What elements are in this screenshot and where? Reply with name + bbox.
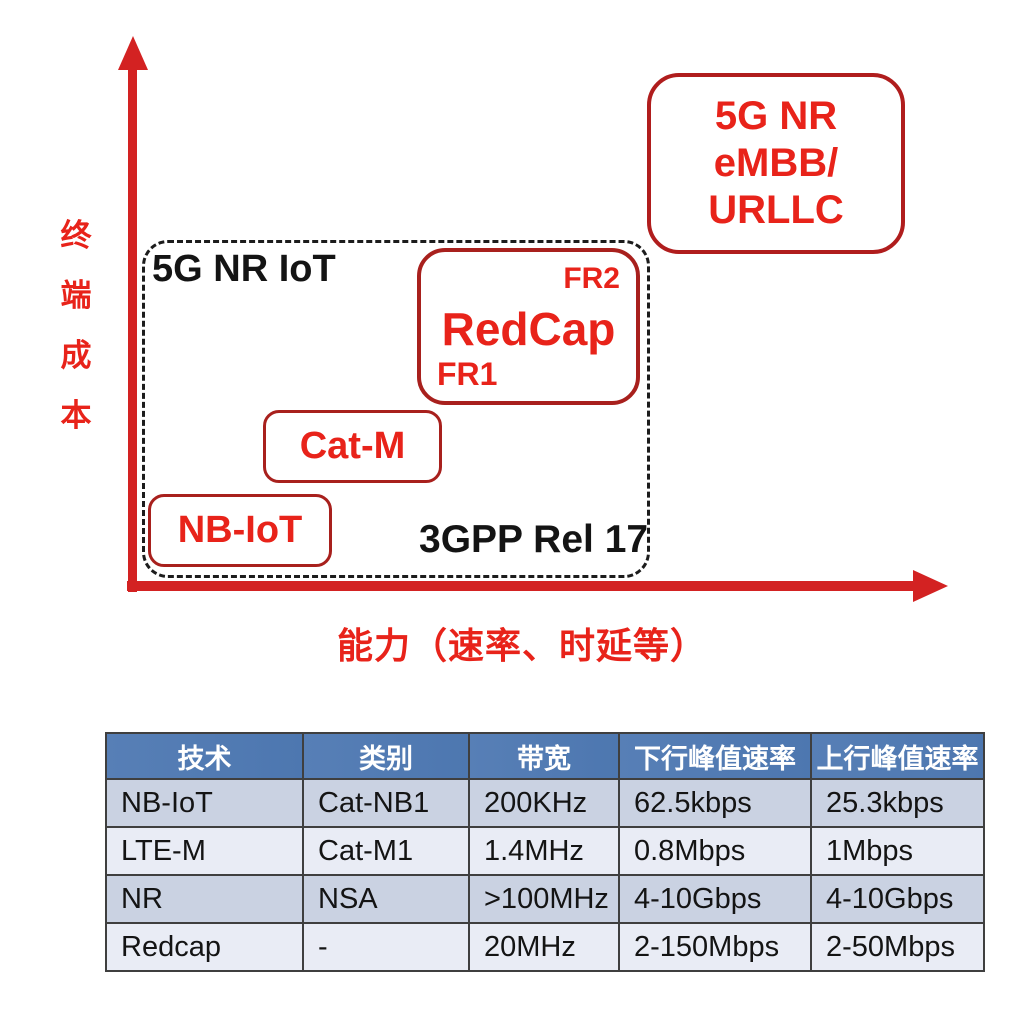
technology-spec-table: 技术 类别 带宽 下行峰值速率 上行峰值速率 NB-IoT Cat-NB1 20… — [105, 732, 985, 972]
cell-uplink: 4-10Gbps — [810, 874, 985, 924]
header-category: 类别 — [302, 732, 470, 780]
nbiot-box: NB-IoT — [148, 494, 332, 567]
y-axis-line — [128, 62, 137, 592]
embb-urllc-box: 5G NR eMBB/ URLLC — [647, 73, 905, 254]
x-axis-arrowhead-icon — [913, 570, 948, 602]
y-axis-title-char: 成 — [60, 338, 92, 373]
cell-bandwidth: 1.4MHz — [468, 826, 620, 876]
cell-technology: Redcap — [105, 922, 304, 972]
cell-uplink: 25.3kbps — [810, 778, 985, 828]
group-title: 5G NR IoT — [152, 248, 336, 290]
table-row-nbiot: NB-IoT Cat-NB1 200KHz 62.5kbps 25.3kbps — [105, 778, 985, 828]
x-axis-line — [127, 581, 915, 591]
cell-category: - — [302, 922, 470, 972]
catm-box: Cat-M — [263, 410, 442, 483]
table-header-row: 技术 类别 带宽 下行峰值速率 上行峰值速率 — [105, 732, 985, 780]
header-uplink-peak-rate: 上行峰值速率 — [810, 732, 985, 780]
nbiot-box-label: NB-IoT — [177, 509, 303, 551]
cell-category: NSA — [302, 874, 470, 924]
cell-downlink: 0.8Mbps — [618, 826, 812, 876]
header-technology: 技术 — [105, 732, 304, 780]
cell-bandwidth: 20MHz — [468, 922, 620, 972]
cell-downlink: 4-10Gbps — [618, 874, 812, 924]
cell-category: Cat-NB1 — [302, 778, 470, 828]
table-row-nr: NR NSA >100MHz 4-10Gbps 4-10Gbps — [105, 874, 985, 924]
embb-box-line: eMBB/ — [713, 140, 839, 185]
y-axis-title: 终 端 成 本 — [58, 210, 94, 435]
cell-bandwidth: 200KHz — [468, 778, 620, 828]
header-bandwidth: 带宽 — [468, 732, 620, 780]
cell-technology: NB-IoT — [105, 778, 304, 828]
redcap-fr1-label: FR1 — [437, 356, 498, 392]
cell-technology: NR — [105, 874, 304, 924]
cell-downlink: 62.5kbps — [618, 778, 812, 828]
cell-technology: LTE-M — [105, 826, 304, 876]
redcap-fr2-label: FR2 — [563, 262, 620, 295]
catm-box-label: Cat-M — [299, 425, 406, 467]
cell-uplink: 2-50Mbps — [810, 922, 985, 972]
cell-category: Cat-M1 — [302, 826, 470, 876]
redcap-box: FR2 RedCap FR1 — [417, 248, 640, 405]
embb-box-line: URLLC — [708, 188, 844, 233]
y-axis-title-char: 端 — [60, 278, 92, 313]
release-label: 3GPP Rel 17 — [419, 518, 649, 561]
table-row-ltem: LTE-M Cat-M1 1.4MHz 0.8Mbps 1Mbps — [105, 826, 985, 876]
table-row-redcap: Redcap - 20MHz 2-150Mbps 2-50Mbps — [105, 922, 985, 972]
embb-box-line: 5G NR — [714, 93, 838, 138]
y-axis-title-char: 本 — [60, 398, 92, 433]
cell-downlink: 2-150Mbps — [618, 922, 812, 972]
5g-nr-iot-group-outline — [142, 240, 650, 578]
cell-bandwidth: >100MHz — [468, 874, 620, 924]
x-axis-title: 能力（速率、时延等） — [336, 625, 707, 666]
cell-uplink: 1Mbps — [810, 826, 985, 876]
y-axis-title-char: 终 — [60, 218, 92, 253]
redcap-box-label: RedCap — [441, 303, 616, 355]
header-downlink-peak-rate: 下行峰值速率 — [618, 732, 812, 780]
